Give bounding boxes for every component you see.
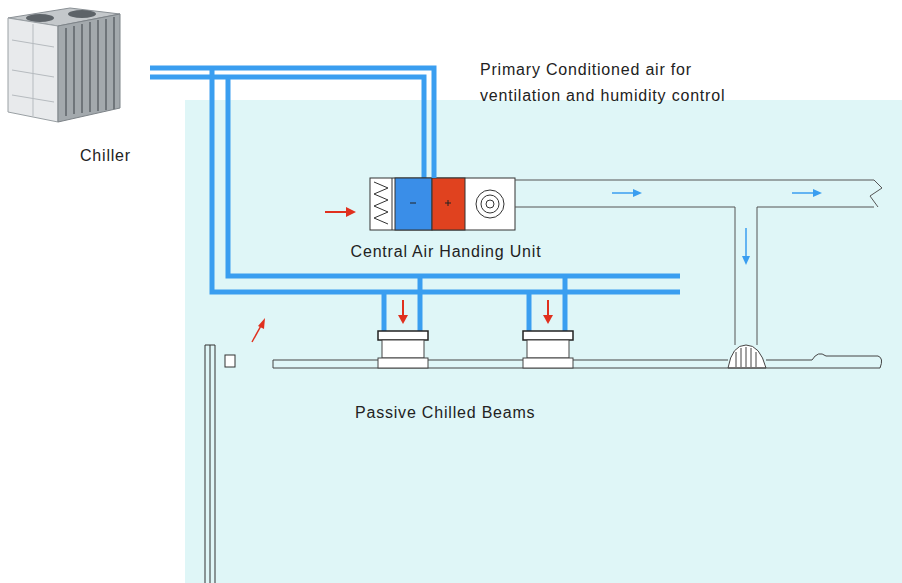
chiller-fin xyxy=(81,24,83,113)
beam-air-arrowhead xyxy=(543,315,553,324)
chiller-picture xyxy=(8,8,120,122)
chiller-fin xyxy=(89,22,91,112)
chilled-water-pipe xyxy=(150,68,434,178)
chiller-side xyxy=(58,14,120,122)
beam-grille xyxy=(378,358,428,368)
chiller-unit: Chiller xyxy=(0,0,150,170)
window xyxy=(225,355,235,367)
chiller-fan xyxy=(26,14,54,22)
duct-break xyxy=(870,180,882,207)
beam-air-arrow xyxy=(402,300,404,316)
beams-label: Passive Chilled Beams xyxy=(355,400,535,426)
beam-air-arrow xyxy=(547,300,549,316)
wall-line xyxy=(210,345,211,583)
air-arrows xyxy=(612,189,822,265)
beam-pipe-stub xyxy=(418,276,423,331)
chiller-panel-lines xyxy=(12,24,54,116)
ceiling xyxy=(273,354,882,368)
air-arrowhead xyxy=(633,189,642,197)
chilled-beam xyxy=(378,300,428,368)
ceiling-line xyxy=(573,360,728,361)
ahu-filter-edge xyxy=(392,178,393,230)
supply-duct xyxy=(515,180,882,345)
beam-air-arrowhead xyxy=(398,315,408,324)
chiller-fin xyxy=(105,19,107,110)
air-arrowhead xyxy=(813,189,822,197)
heating-sign xyxy=(448,200,449,206)
fan-hub xyxy=(486,200,494,208)
ahu-picture xyxy=(325,178,515,230)
duct-branch-wall xyxy=(735,207,736,345)
return-pipe xyxy=(150,77,424,178)
beam-coil xyxy=(382,340,424,358)
diffuser-vane xyxy=(756,352,757,367)
air-arrow xyxy=(612,192,636,194)
diffuser-vane xyxy=(751,348,752,367)
fan-wheel xyxy=(481,195,499,213)
ceiling-diffuser xyxy=(728,345,766,368)
air-arrowhead xyxy=(742,256,750,265)
return-grille xyxy=(812,354,882,368)
beam-top xyxy=(378,331,428,340)
ceiling-line xyxy=(428,360,523,361)
chiller-fin xyxy=(113,17,115,109)
beam-pipe-stub xyxy=(382,292,387,331)
air-handling-unit: Central Air Handing Unit xyxy=(330,178,562,262)
air-arrow xyxy=(745,228,747,258)
wall-line xyxy=(205,345,206,583)
chiller-fins xyxy=(66,17,114,116)
beam-return-pipe xyxy=(228,77,680,276)
intake-arrowhead xyxy=(346,207,356,217)
node-label: Chiller xyxy=(80,146,150,166)
diffuser-vane xyxy=(741,348,742,367)
ceiling-line xyxy=(766,360,812,361)
ahu-filter xyxy=(374,182,388,224)
chiller-fin xyxy=(65,28,67,116)
cooling-coil xyxy=(395,178,432,230)
duct-branch-wall xyxy=(757,207,758,345)
beam-top xyxy=(523,331,573,340)
chiller-panel-line xyxy=(33,24,34,116)
room-region xyxy=(185,100,902,583)
diffuser-vane xyxy=(746,347,747,367)
ceiling-end xyxy=(273,360,274,368)
node-label: Central Air Handing Unit xyxy=(330,242,562,262)
duct-wall xyxy=(515,180,874,181)
diffuser-body xyxy=(728,345,766,368)
warm-air-arrowhead xyxy=(258,318,265,329)
chilled-water-pipes xyxy=(150,68,680,331)
primary-air-note: Primary Conditioned air for ventilation … xyxy=(480,57,770,109)
chiller-fin xyxy=(97,20,99,111)
ceiling-line xyxy=(273,368,880,369)
diffuser-vane xyxy=(736,352,737,367)
ceiling-line xyxy=(273,360,378,361)
beam-pipe-stub xyxy=(563,276,568,331)
cooling-sign xyxy=(410,203,416,204)
fan-housing xyxy=(476,190,504,218)
air-arrow xyxy=(792,192,816,194)
heating-coil xyxy=(432,178,465,230)
chiller-fin xyxy=(73,26,75,114)
chiller-front xyxy=(8,18,58,122)
wall-top xyxy=(205,345,215,346)
wall-line xyxy=(215,345,216,583)
duct-wall xyxy=(757,207,874,208)
beam-pipe-stub xyxy=(527,292,532,331)
duct-wall xyxy=(515,207,735,208)
beam-grille xyxy=(523,358,573,368)
ahu-casing xyxy=(370,178,515,230)
beam-coil xyxy=(527,340,569,358)
chiller-fan xyxy=(68,10,96,18)
wall xyxy=(205,345,235,583)
chilled-beam xyxy=(523,300,573,368)
